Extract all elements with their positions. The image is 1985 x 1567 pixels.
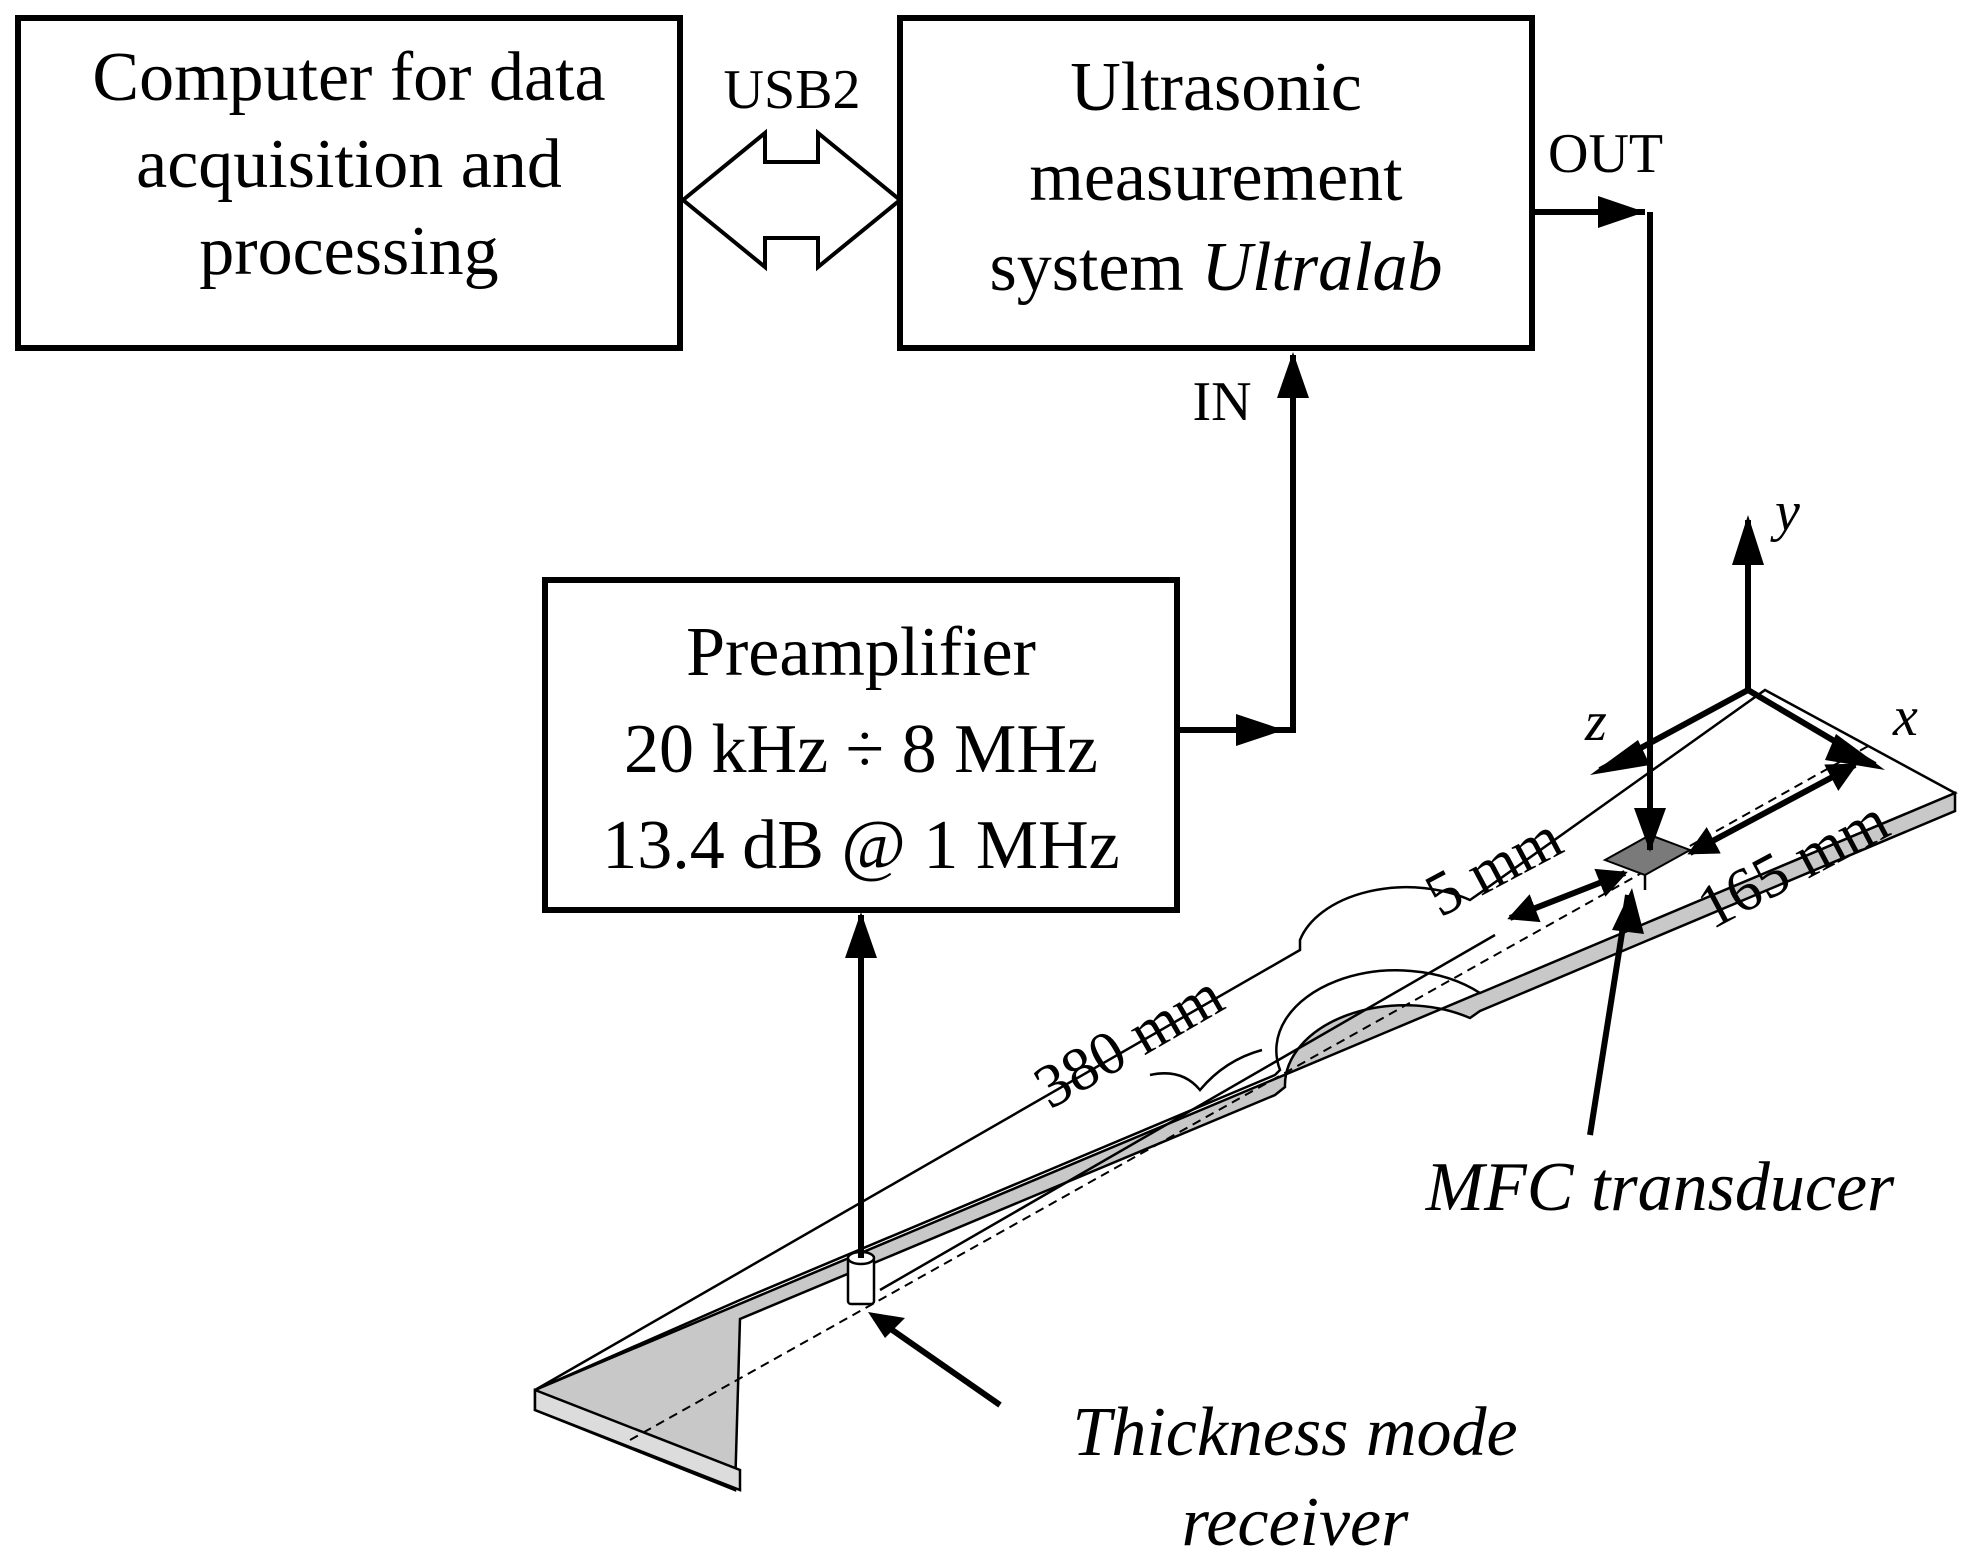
ultralab-label-line-3: system Ultralab: [989, 229, 1442, 306]
in-arrowhead: [1277, 352, 1309, 398]
out-arrowhead: [1598, 196, 1645, 228]
out-down-arrowhead: [1634, 808, 1666, 852]
computer-label-line-3: processing: [199, 213, 498, 290]
receiver-arrowhead: [845, 912, 877, 958]
computer-label-line-2: acquisition and: [136, 126, 562, 203]
ultralab-block: Ultrasonic measurement system Ultralab: [897, 15, 1535, 351]
ultralab-line3-prefix: system: [989, 229, 1201, 306]
specimen-bar: [533, 688, 1958, 1492]
x-axis-arrowhead: [1825, 734, 1885, 770]
receiver-label-line-1: Thickness mode: [1072, 1394, 1517, 1471]
length-brace: [1149, 1048, 1263, 1092]
offset-dimension-arrow: [1507, 868, 1628, 923]
usb-double-arrow: [679, 128, 904, 272]
mfc-callout-line: [1587, 894, 1631, 1136]
y-axis-label: y: [1770, 481, 1800, 543]
preamp-label-line-3: 13.4 dB @ 1 MHz: [602, 807, 1120, 884]
z-axis-label: z: [1584, 691, 1607, 753]
specimen-top-face: [534, 688, 1958, 1392]
x-axis-label: x: [1892, 686, 1918, 748]
computer-block: Computer for data acquisition and proces…: [15, 15, 683, 351]
y-axis-arrowhead: [1732, 515, 1764, 565]
preamp-label-line-2: 20 kHz ÷ 8 MHz: [624, 711, 1098, 788]
preamp-out-arrowhead: [1236, 714, 1284, 746]
z-axis-arrowhead: [1590, 740, 1650, 775]
preamplifier-block: Preamplifier 20 kHz ÷ 8 MHz 13.4 dB @ 1 …: [542, 577, 1180, 913]
mfc-transducer-label: MFC transducer: [1425, 1149, 1895, 1226]
propagation-line: [879, 933, 1496, 1292]
receiver-callout-line: [873, 1315, 1002, 1408]
ultralab-label-line-1: Ultrasonic: [1070, 49, 1362, 126]
out-label: OUT: [1548, 123, 1663, 185]
receiver-callout-arrowhead: [868, 1312, 905, 1338]
mfc-callout-arrowhead: [1612, 888, 1644, 934]
computer-label-line-1: Computer for data: [92, 39, 605, 116]
distance-dimension-arrow: [1687, 762, 1858, 856]
usb-label: USB2: [724, 59, 861, 121]
specimen-end-face: [533, 1388, 742, 1492]
preamp-label-line-1: Preamplifier: [686, 614, 1036, 691]
receiver-label-line-2: receiver: [1182, 1484, 1409, 1561]
thickness-mode-receiver: [846, 1250, 876, 1306]
in-label: IN: [1192, 371, 1251, 433]
specimen-side-face: [533, 791, 1957, 1492]
in-wire: [1177, 355, 1296, 733]
wave-path-line: [629, 744, 1871, 1441]
ultralab-line3-italic: Ultralab: [1201, 229, 1442, 306]
ultralab-label-line-2: measurement: [1029, 139, 1403, 216]
coordinate-axes: y x z: [1584, 481, 1918, 775]
